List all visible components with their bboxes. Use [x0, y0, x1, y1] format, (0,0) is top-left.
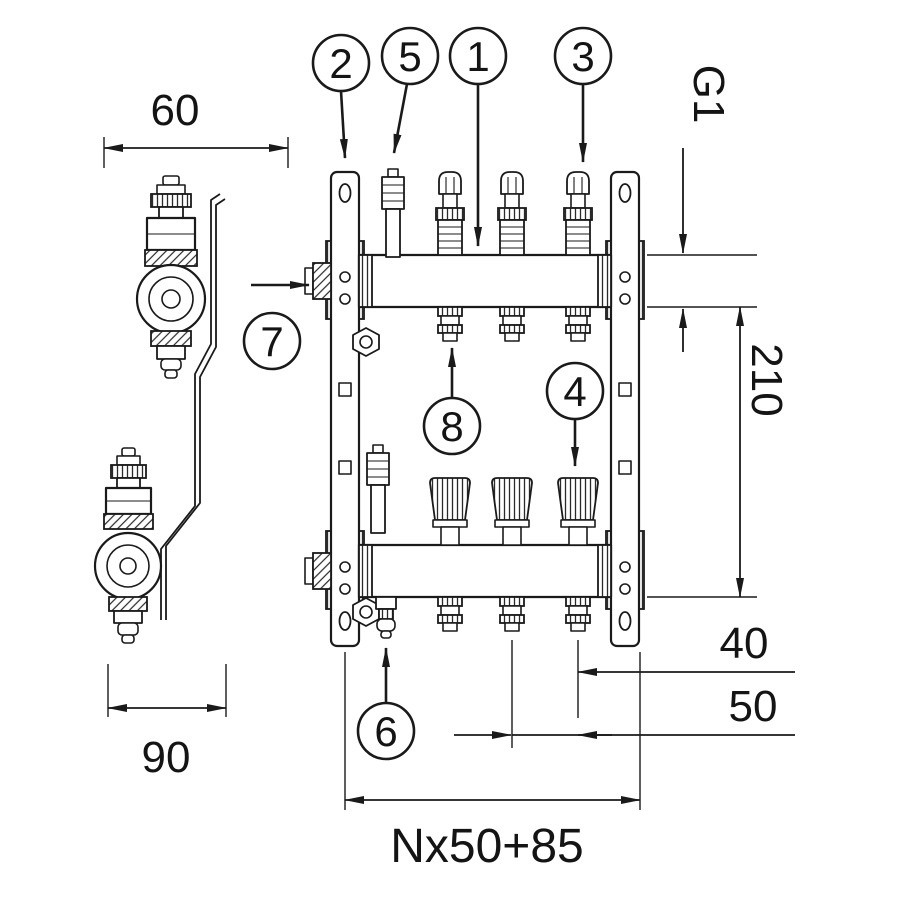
thermostatic-insert-2: [491, 477, 533, 546]
side-bottom-valve: [93, 447, 163, 644]
right-rail: [609, 170, 641, 648]
dim-total-label: Nx50+85: [390, 820, 583, 873]
callout-4-label: 4: [563, 368, 586, 415]
callout-6: 6: [356, 701, 416, 761]
callout-1: 1: [448, 26, 508, 86]
dim-total-width: Nx50+85: [344, 652, 641, 873]
callout-2-label: 2: [329, 40, 352, 87]
side-view-assembly: [93, 175, 226, 644]
callout-4: 4: [545, 361, 605, 421]
callout-3: 3: [553, 26, 613, 86]
callout-1-label: 1: [466, 33, 489, 80]
dim-60: 60: [103, 86, 289, 168]
drain-valve: [375, 596, 397, 639]
outlet-nipple-top-2: [499, 306, 525, 342]
dim-90: 90: [107, 664, 227, 782]
outlet-nipple-bottom-3: [565, 596, 591, 632]
dim-40: 40: [577, 619, 795, 718]
outlet-nipple-bottom-2: [499, 596, 525, 632]
manifold-front-view: [304, 168, 645, 648]
supply-connection: [304, 262, 332, 300]
dim-210-label: 210: [742, 343, 791, 416]
callout-2: 2: [311, 33, 371, 93]
dim-g1-label: G1: [684, 65, 733, 124]
air-vent-bottom: [366, 444, 390, 534]
callouts: 2 5 1 3 7 8 4 6: [242, 26, 613, 761]
callout-3-label: 3: [571, 33, 594, 80]
dim-90-label: 90: [142, 733, 191, 782]
callout-5: 5: [380, 26, 440, 86]
callout-5-label: 5: [398, 33, 421, 80]
callout-6-label: 6: [374, 708, 397, 755]
callout-leaders: [251, 83, 587, 703]
outlet-nipple-top-1: [437, 306, 463, 342]
dim-40-label: 40: [720, 619, 769, 668]
callout-7: 7: [242, 311, 302, 371]
dim-50: 50: [454, 640, 795, 748]
bottom-manifold-bar: [357, 543, 613, 599]
return-connection: [304, 552, 332, 590]
thermostatic-insert-1: [429, 477, 471, 546]
side-top-valve: [135, 175, 207, 379]
clamp-screws: [339, 271, 631, 595]
outlet-nipple-top-3: [565, 306, 591, 342]
shutoff-valve-1: [435, 171, 465, 256]
callout-8-label: 8: [440, 403, 463, 450]
top-manifold-bar: [357, 253, 613, 309]
mounting-bracket: [160, 193, 226, 620]
left-rail: [329, 170, 361, 648]
dim-g1: G1: [647, 65, 757, 352]
dim-60-label: 60: [151, 86, 200, 135]
shutoff-valve-2: [497, 171, 527, 256]
thermostatic-insert-3: [557, 477, 599, 546]
callout-8: 8: [422, 396, 482, 456]
dim-50-label: 50: [729, 682, 778, 731]
hex-plug-top: [352, 327, 380, 357]
shutoff-valve-3: [563, 171, 593, 256]
outlet-nipple-bottom-1: [437, 596, 463, 632]
callout-7-label: 7: [260, 318, 283, 365]
air-vent-top: [381, 168, 405, 258]
dim-210: 210: [647, 306, 791, 598]
